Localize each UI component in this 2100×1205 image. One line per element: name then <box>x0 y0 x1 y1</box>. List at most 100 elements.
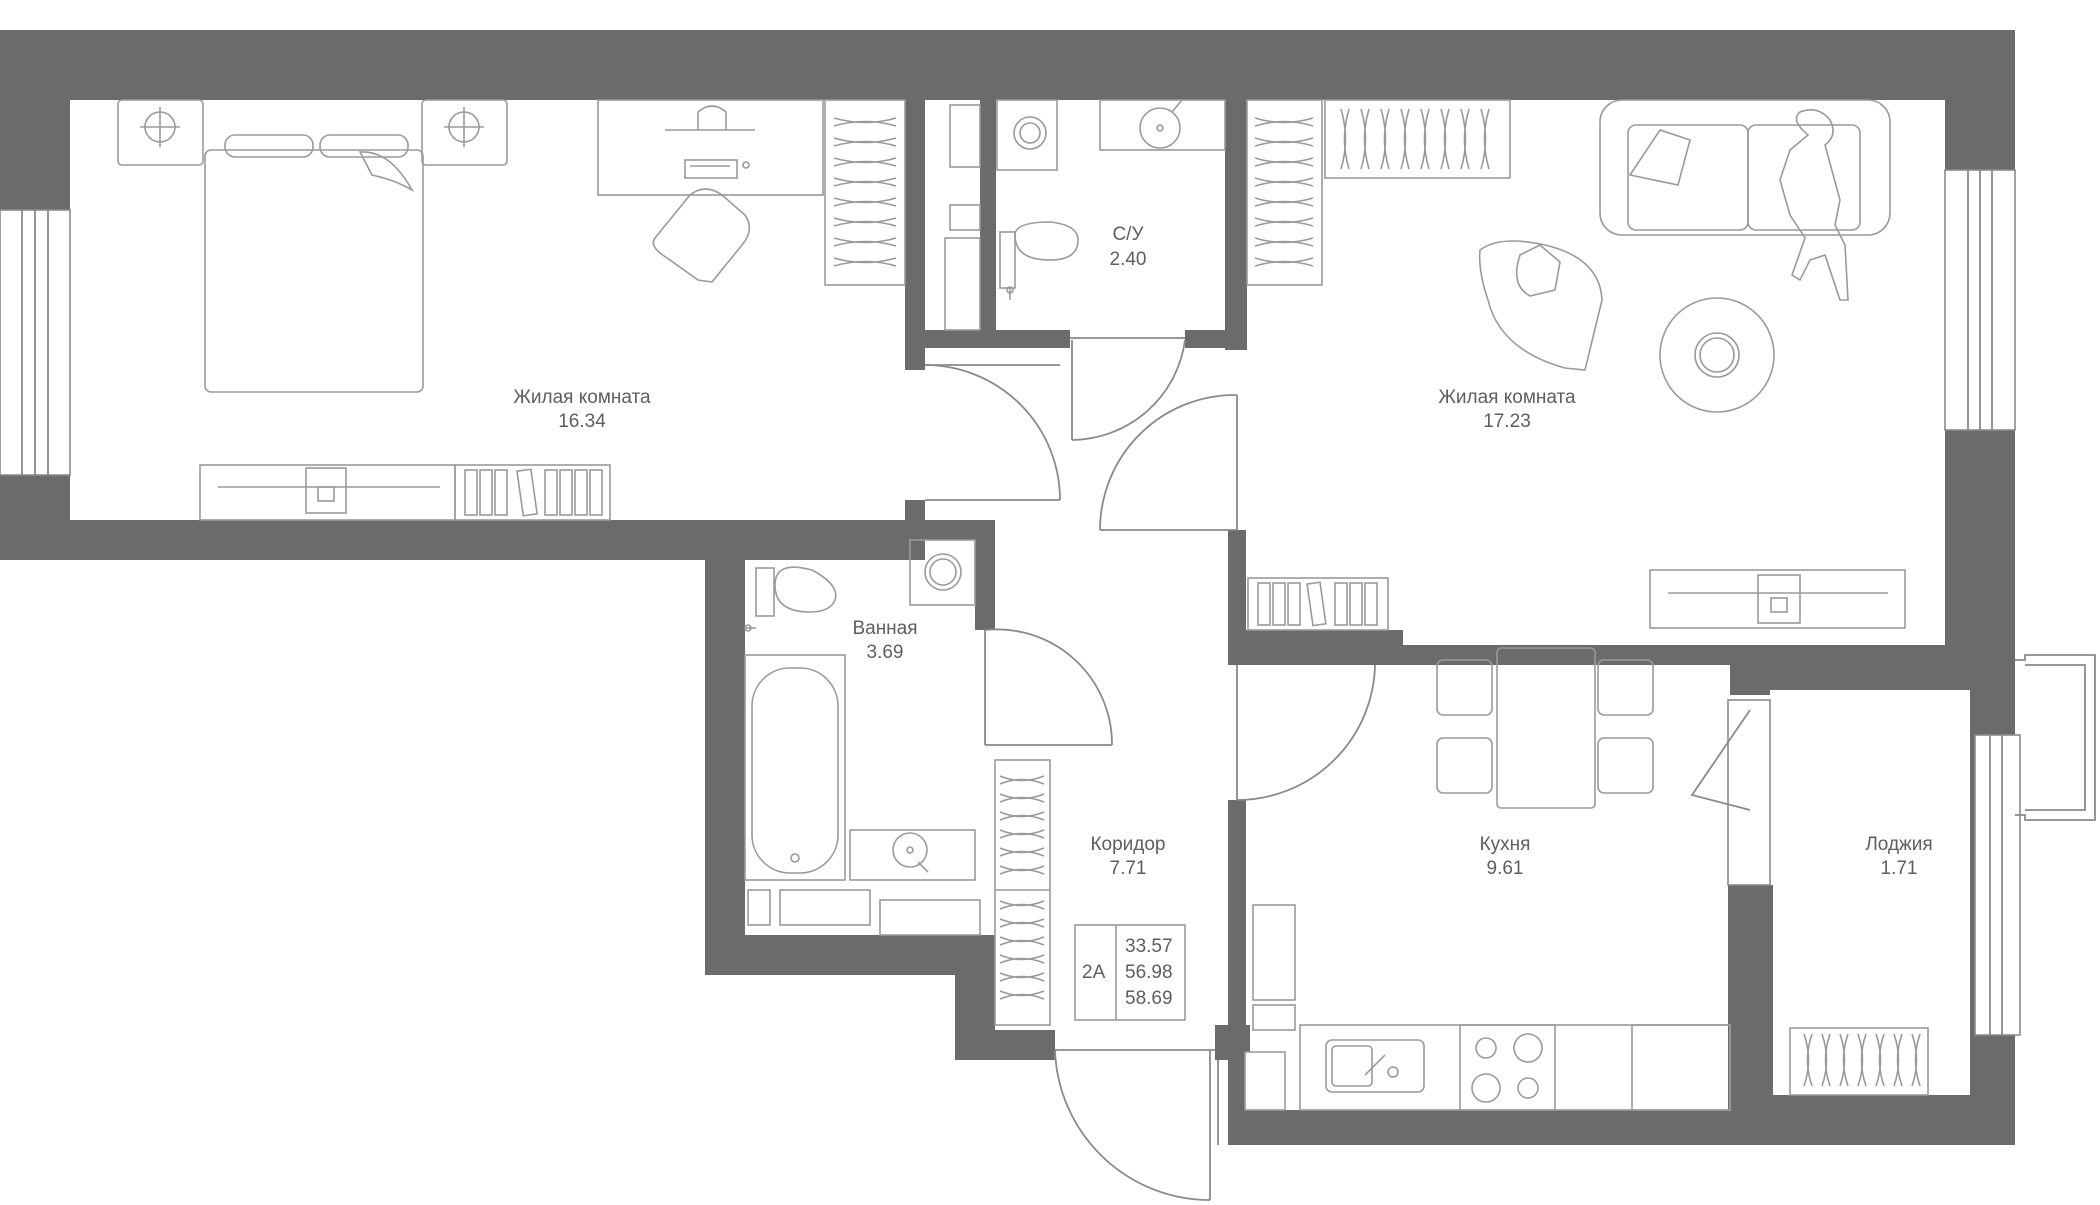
shelf-top <box>1324 99 1511 179</box>
tv-stand <box>199 464 456 521</box>
room-name-bath: Ванная <box>852 618 917 639</box>
hanger-icon <box>1254 217 1314 227</box>
bookshelf-living1 <box>454 464 611 521</box>
hanger-icon <box>833 177 897 187</box>
hanger-icon <box>1480 108 1490 170</box>
hanger-icon <box>1803 1033 1813 1087</box>
room-area-kitchen: 9.61 <box>1487 858 1524 879</box>
hanger-icon <box>1400 108 1410 170</box>
doors <box>924 337 1751 1201</box>
hanger-icon <box>1254 137 1314 147</box>
loggia-rack <box>1789 1027 1929 1096</box>
hanger-icon <box>999 954 1045 964</box>
room-name-living1: Жилая комната <box>513 387 651 408</box>
hanger-icon <box>999 829 1045 839</box>
loggia-bay <box>2015 654 2096 821</box>
hanger-icon <box>1254 237 1314 247</box>
hanger-icon <box>999 793 1045 803</box>
hanger-icon <box>999 900 1045 910</box>
nightstand-right <box>421 99 508 166</box>
room-area-living2: 17.23 <box>1483 411 1531 432</box>
hanger-icon <box>999 865 1045 875</box>
hanger-icon <box>999 936 1045 946</box>
desk-chair <box>652 188 751 283</box>
hanger-icon <box>1254 157 1314 167</box>
hanger-icon <box>833 197 897 207</box>
room-area-living1: 16.34 <box>558 411 606 432</box>
kitchen-furniture <box>1244 647 1731 1111</box>
room-labels: Жилая комната 16.34 С/У 2.40 Жилая комна… <box>513 224 1932 879</box>
hanger-icon <box>1911 1033 1921 1087</box>
apartment-type: 2А <box>1082 962 1106 983</box>
loggia-furniture <box>1789 1027 1929 1096</box>
hanger-icon <box>1420 108 1430 170</box>
hanger-icon <box>1893 1033 1903 1087</box>
bathtub <box>744 654 846 881</box>
tv-stand-living2 <box>1649 569 1906 629</box>
corridor-furniture <box>994 759 1051 1026</box>
kitchen-counter <box>1299 1024 1731 1111</box>
hanger-icon <box>833 157 897 167</box>
hanger-icon <box>833 117 897 127</box>
hanger-icon <box>1254 197 1314 207</box>
toilet-wc <box>1014 221 1079 261</box>
wc-furniture <box>944 99 1226 331</box>
hanger-icon <box>833 257 897 267</box>
area-with-loggia: 58.69 <box>1125 988 1173 1009</box>
person <box>1779 109 1849 301</box>
armchair <box>1478 240 1603 371</box>
hanger-icon <box>1254 117 1314 127</box>
hanger-icon <box>999 847 1045 857</box>
room-name-loggia: Лоджия <box>1865 834 1932 855</box>
wardrobe-living1 <box>824 99 906 286</box>
windows <box>0 169 2096 1036</box>
hanger-icon <box>1380 108 1390 170</box>
nightstand-left <box>117 99 204 166</box>
room-name-corridor: Коридор <box>1090 834 1165 855</box>
hanger-icon <box>1821 1033 1831 1087</box>
hanger-icon <box>999 775 1045 785</box>
hanger-icon <box>1340 108 1350 170</box>
bookshelf-living2 <box>1247 577 1389 631</box>
hanger-icon <box>1460 108 1470 170</box>
stove <box>1459 1024 1556 1111</box>
room-area-bath: 3.69 <box>867 642 904 663</box>
room-name-wc: С/У <box>1112 224 1144 245</box>
coffee-table <box>1659 297 1775 413</box>
window-loggia <box>1974 734 2021 1036</box>
wc-sink <box>1099 99 1226 151</box>
area-total: 56.98 <box>1125 962 1173 983</box>
desk <box>597 99 824 196</box>
hanger-icon <box>833 217 897 227</box>
bed <box>204 149 424 393</box>
sofa <box>1599 99 1891 236</box>
living1-furniture <box>117 99 906 521</box>
hanger-icon <box>1254 257 1314 267</box>
fridge <box>1631 1024 1731 1111</box>
hanger-icon <box>1857 1033 1867 1087</box>
hanger-icon <box>1839 1033 1849 1087</box>
dining-table <box>1496 647 1596 809</box>
room-name-kitchen: Кухня <box>1480 834 1531 855</box>
hanger-icon <box>833 237 897 247</box>
hanger-icon <box>999 811 1045 821</box>
hanger-icon <box>1360 108 1370 170</box>
hanger-icon <box>1440 108 1450 170</box>
hanger-icon <box>1875 1033 1885 1087</box>
hanger-icon <box>833 137 897 147</box>
living2-furniture <box>1246 99 1906 631</box>
toilet-bath <box>774 566 837 613</box>
bath-sink <box>849 829 976 881</box>
room-area-wc: 2.40 <box>1110 249 1147 270</box>
area-summary: 2А 33.57 56.98 58.69 <box>1074 924 1186 1021</box>
hanger-icon <box>1254 177 1314 187</box>
bath-furniture <box>744 539 981 936</box>
hanger-icon <box>999 918 1045 928</box>
wardrobe-corridor <box>994 759 1051 1026</box>
room-area-loggia: 1.71 <box>1881 858 1918 879</box>
wardrobe-hangers <box>833 108 1921 1087</box>
area-living: 33.57 <box>1125 936 1173 957</box>
hanger-icon <box>999 972 1045 982</box>
hanger-icon <box>999 990 1045 1000</box>
